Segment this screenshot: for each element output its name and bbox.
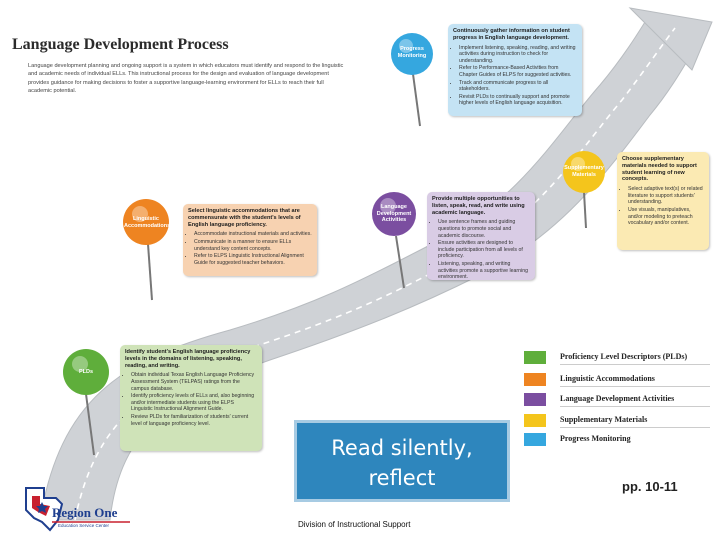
activities-bullet: Listening, speaking, and writing activit… — [438, 261, 530, 281]
footer-division: Division of Instructional Support — [298, 520, 411, 529]
plds-bullet: Review PLDs for familiarization of stude… — [131, 414, 257, 427]
progress-card-bullets: Implement listening, speaking, reading, … — [453, 45, 577, 107]
linguistic-bullet: Refer to ELPS Linguistic Instructional A… — [194, 253, 312, 266]
linguistic-bullet: Communicate in a manner to ensure ELLs u… — [194, 239, 312, 252]
progress-bullet: Revisit PLDs to continually support and … — [459, 94, 577, 107]
logo-subtitle: Education Service Center — [58, 523, 110, 528]
legend-label: Language Development Activities — [560, 394, 675, 403]
plds-bullet: Identify proficiency levels of ELLs and,… — [131, 393, 257, 413]
activities-pin — [372, 192, 416, 236]
legend-swatch — [524, 373, 546, 386]
activities-card: Provide multiple opportunities to listen… — [427, 192, 535, 280]
region-one-logo — [25, 487, 130, 532]
progress-card-heading: Continuously gather information on stude… — [453, 28, 570, 41]
legend-label: Progress Monitoring — [560, 434, 631, 443]
plds-card-heading: Identify student's English language prof… — [125, 349, 251, 369]
callout-line-2: reflect — [368, 466, 436, 490]
progress-bullet: Track and communicate progress to all st… — [459, 80, 577, 93]
intro-paragraph: Language development planning and ongoin… — [28, 63, 344, 95]
legend-label: Proficiency Level Descriptors (PLDs) — [560, 352, 688, 361]
activities-pin-label: Language Development Activities — [376, 204, 412, 223]
page-reference: pp. 10-11 — [622, 479, 678, 494]
legend-swatch — [524, 393, 546, 406]
linguistic-bullet: Accommodate instructional materials and … — [194, 231, 312, 238]
legend-label: Supplementary Materials — [560, 415, 648, 424]
arrow-head — [628, 7, 713, 71]
legend-swatch — [524, 351, 546, 364]
activities-card-heading: Provide multiple opportunities to listen… — [432, 196, 525, 216]
linguistic-pin — [123, 199, 169, 245]
materials-bullet: Use visuals, manipulatives, and/or model… — [628, 207, 704, 227]
legend-swatch — [524, 433, 546, 446]
activities-bullet: Ensure activities are designed to includ… — [438, 240, 530, 260]
read-silently-callout: Read silently, reflect — [294, 420, 510, 502]
plds-pin-label: PLDs — [78, 369, 94, 375]
materials-bullet: Select adaptive text(s) or related liter… — [628, 186, 704, 206]
logo-name: Region One — [52, 505, 118, 520]
progress-pin-label: Progress Monitoring — [397, 46, 427, 59]
callout-line-1: Read silently, — [331, 436, 473, 460]
legend-label: Linguistic Accommodations — [560, 374, 655, 383]
linguistic-pin-label: Linguistic Accommodations — [124, 216, 171, 229]
materials-pin — [563, 151, 605, 193]
materials-card-bullets: Select adaptive text(s) or related liter… — [622, 186, 704, 227]
page-title: Language Development Process — [12, 36, 229, 53]
linguistic-card: Select linguistic accommodations that ar… — [183, 204, 317, 276]
activities-bullet: Use sentence frames and guiding question… — [438, 219, 530, 239]
plds-card-bullets: Obtain individual Texas English Language… — [125, 372, 257, 427]
legend-swatch — [524, 414, 546, 427]
plds-pin — [63, 349, 109, 395]
plds-bullet: Obtain individual Texas English Language… — [131, 372, 257, 392]
linguistic-card-bullets: Accommodate instructional materials and … — [188, 231, 312, 266]
plds-card: Identify student's English language prof… — [120, 345, 262, 451]
materials-card: Choose supplementary materials needed to… — [617, 152, 709, 250]
progress-bullet: Refer to Performance-Based Activities fr… — [459, 65, 577, 78]
activities-card-bullets: Use sentence frames and guiding question… — [432, 219, 530, 280]
progress-pin — [391, 33, 433, 75]
progress-bullet: Implement listening, speaking, reading, … — [459, 45, 577, 65]
linguistic-card-heading: Select linguistic accommodations that ar… — [188, 208, 301, 228]
materials-pin-label: Supplementary Materials — [564, 165, 604, 178]
progress-card: Continuously gather information on stude… — [448, 24, 582, 116]
materials-card-heading: Choose supplementary materials needed to… — [622, 156, 697, 183]
